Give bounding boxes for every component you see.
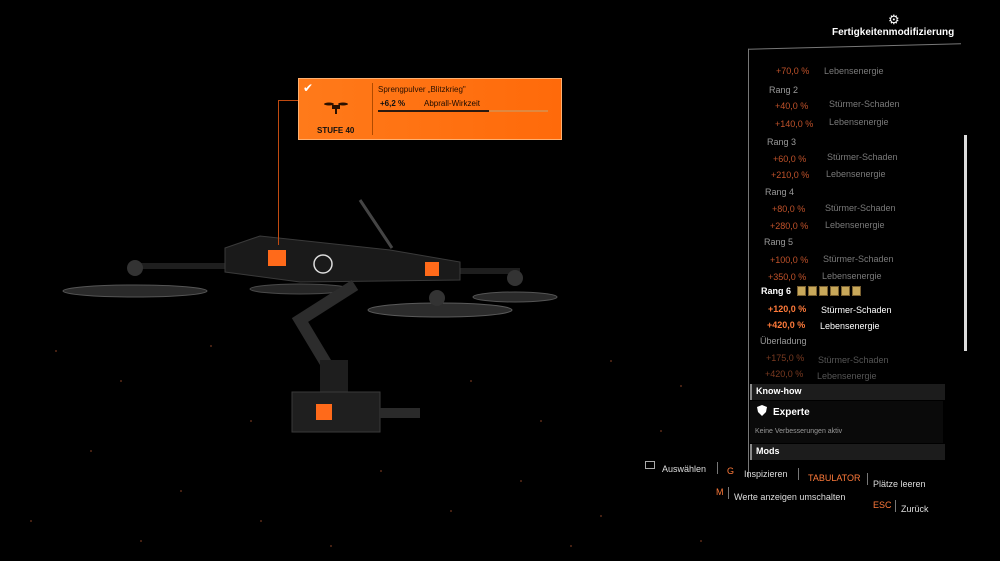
mod-item-slot: ✔ STUFE 40 xyxy=(299,79,371,139)
rank-title: Rang 2 xyxy=(769,85,799,95)
hint-inspect-label[interactable]: Inspizieren xyxy=(744,469,788,479)
keyboard-icon xyxy=(645,461,655,469)
tooltip-leader-line xyxy=(278,100,279,245)
hint-swap-key: TABULATOR xyxy=(808,473,861,483)
rank-value-current: +120,0 % xyxy=(768,304,807,314)
checkmark-icon: ✔ xyxy=(303,81,314,95)
rank-pip xyxy=(841,286,850,296)
section-knowhow-label: Know-how xyxy=(756,386,802,396)
rank-title: Rang 5 xyxy=(764,237,794,247)
gear-icon[interactable]: ⚙ xyxy=(888,12,900,27)
rank-stat: Lebensenergie xyxy=(825,220,885,230)
rank-title: Rang 3 xyxy=(767,137,797,147)
rank-stat: Lebensenergie xyxy=(824,66,884,76)
rank-value: +280,0 % xyxy=(770,221,809,231)
hint-values-key: M xyxy=(716,487,724,497)
tooltip-leader-connector xyxy=(278,100,298,101)
hint-back-label[interactable]: Zurück xyxy=(901,504,929,514)
expert-panel[interactable] xyxy=(750,401,943,443)
rank-stat: Stürmer-Schaden xyxy=(829,99,900,109)
hint-separator xyxy=(717,462,718,474)
rank-value: +60,0 % xyxy=(773,154,807,164)
hint-separator xyxy=(798,468,799,480)
hint-back-key: ESC xyxy=(873,500,892,510)
rank-stat: Lebensenergie xyxy=(817,371,877,381)
rank-value: +70,0 % xyxy=(776,66,810,76)
shield-icon xyxy=(757,405,767,416)
panel-scrollbar[interactable] xyxy=(964,135,967,351)
rank-stat: Lebensenergie xyxy=(829,117,889,127)
rank-pip xyxy=(808,286,817,296)
rank-stat: Lebensenergie xyxy=(826,169,886,179)
rank-value: +175,0 % xyxy=(766,353,805,363)
rank-stat: Stürmer-Schaden xyxy=(827,152,898,162)
rank-pips xyxy=(797,286,861,296)
hint-separator xyxy=(867,473,868,485)
drone-icon xyxy=(324,102,348,114)
rank-pip xyxy=(830,286,839,296)
rank-list[interactable] xyxy=(752,62,942,384)
rank-value: +80,0 % xyxy=(772,204,806,214)
hint-separator xyxy=(895,500,896,512)
section-mods-label: Mods xyxy=(756,446,780,456)
section-mods[interactable]: Mods xyxy=(750,444,945,460)
rank-value: +100,0 % xyxy=(770,255,809,265)
rank-value: +420,0 % xyxy=(765,369,804,379)
mod-bonus-value: +6,2 % xyxy=(380,99,406,108)
card-divider xyxy=(372,83,373,135)
mod-name: Sprengpulver „Blitzkrieg" xyxy=(378,85,466,94)
rank-stat: Lebensenergie xyxy=(822,271,882,281)
rank-value: +350,0 % xyxy=(768,272,807,282)
rank-pip xyxy=(819,286,828,296)
rank-value: +210,0 % xyxy=(771,170,810,180)
mod-tooltip-card[interactable]: ✔ STUFE 40 Sprengpulver „Blitzkrieg" +6,… xyxy=(298,78,562,140)
mod-bonus-bar-remaining xyxy=(489,110,548,112)
expert-title: Experte xyxy=(773,407,810,418)
section-knowhow[interactable]: Know-how xyxy=(750,384,945,400)
hint-inspect-key: G xyxy=(727,466,735,476)
hint-values-label[interactable]: Werte anzeigen umschalten xyxy=(734,492,846,502)
mod-bonus-bar xyxy=(378,110,489,112)
rank-title: Rang 4 xyxy=(765,187,795,197)
panel-title: Fertigkeitenmodifizierung xyxy=(832,27,955,38)
rank-stat: Stürmer-Schaden xyxy=(825,203,896,213)
hint-select-label[interactable]: Auswählen xyxy=(662,464,707,474)
rank-value: +40,0 % xyxy=(775,101,809,111)
rank-stat-current: Stürmer-Schaden xyxy=(821,305,892,315)
mod-bonus-stat: Abprall-Wirkzeit xyxy=(424,99,481,108)
rank-pip xyxy=(797,286,806,296)
expert-subtitle: Keine Verbesserungen aktiv xyxy=(755,428,843,435)
rank-pip xyxy=(852,286,861,296)
hint-separator xyxy=(728,487,729,499)
rank-value: +140,0 % xyxy=(775,119,814,129)
hint-swap-label[interactable]: Plätze leeren xyxy=(873,479,926,489)
item-level: STUFE 40 xyxy=(317,126,355,135)
rank-title-current: Rang 6 xyxy=(761,286,792,296)
rank-stat: Stürmer-Schaden xyxy=(818,355,889,365)
rank-value-current: +420,0 % xyxy=(767,320,806,330)
rank-title: Überladung xyxy=(760,336,807,346)
rank-stat: Stürmer-Schaden xyxy=(823,254,894,264)
rank-stat-current: Lebensenergie xyxy=(820,321,880,331)
